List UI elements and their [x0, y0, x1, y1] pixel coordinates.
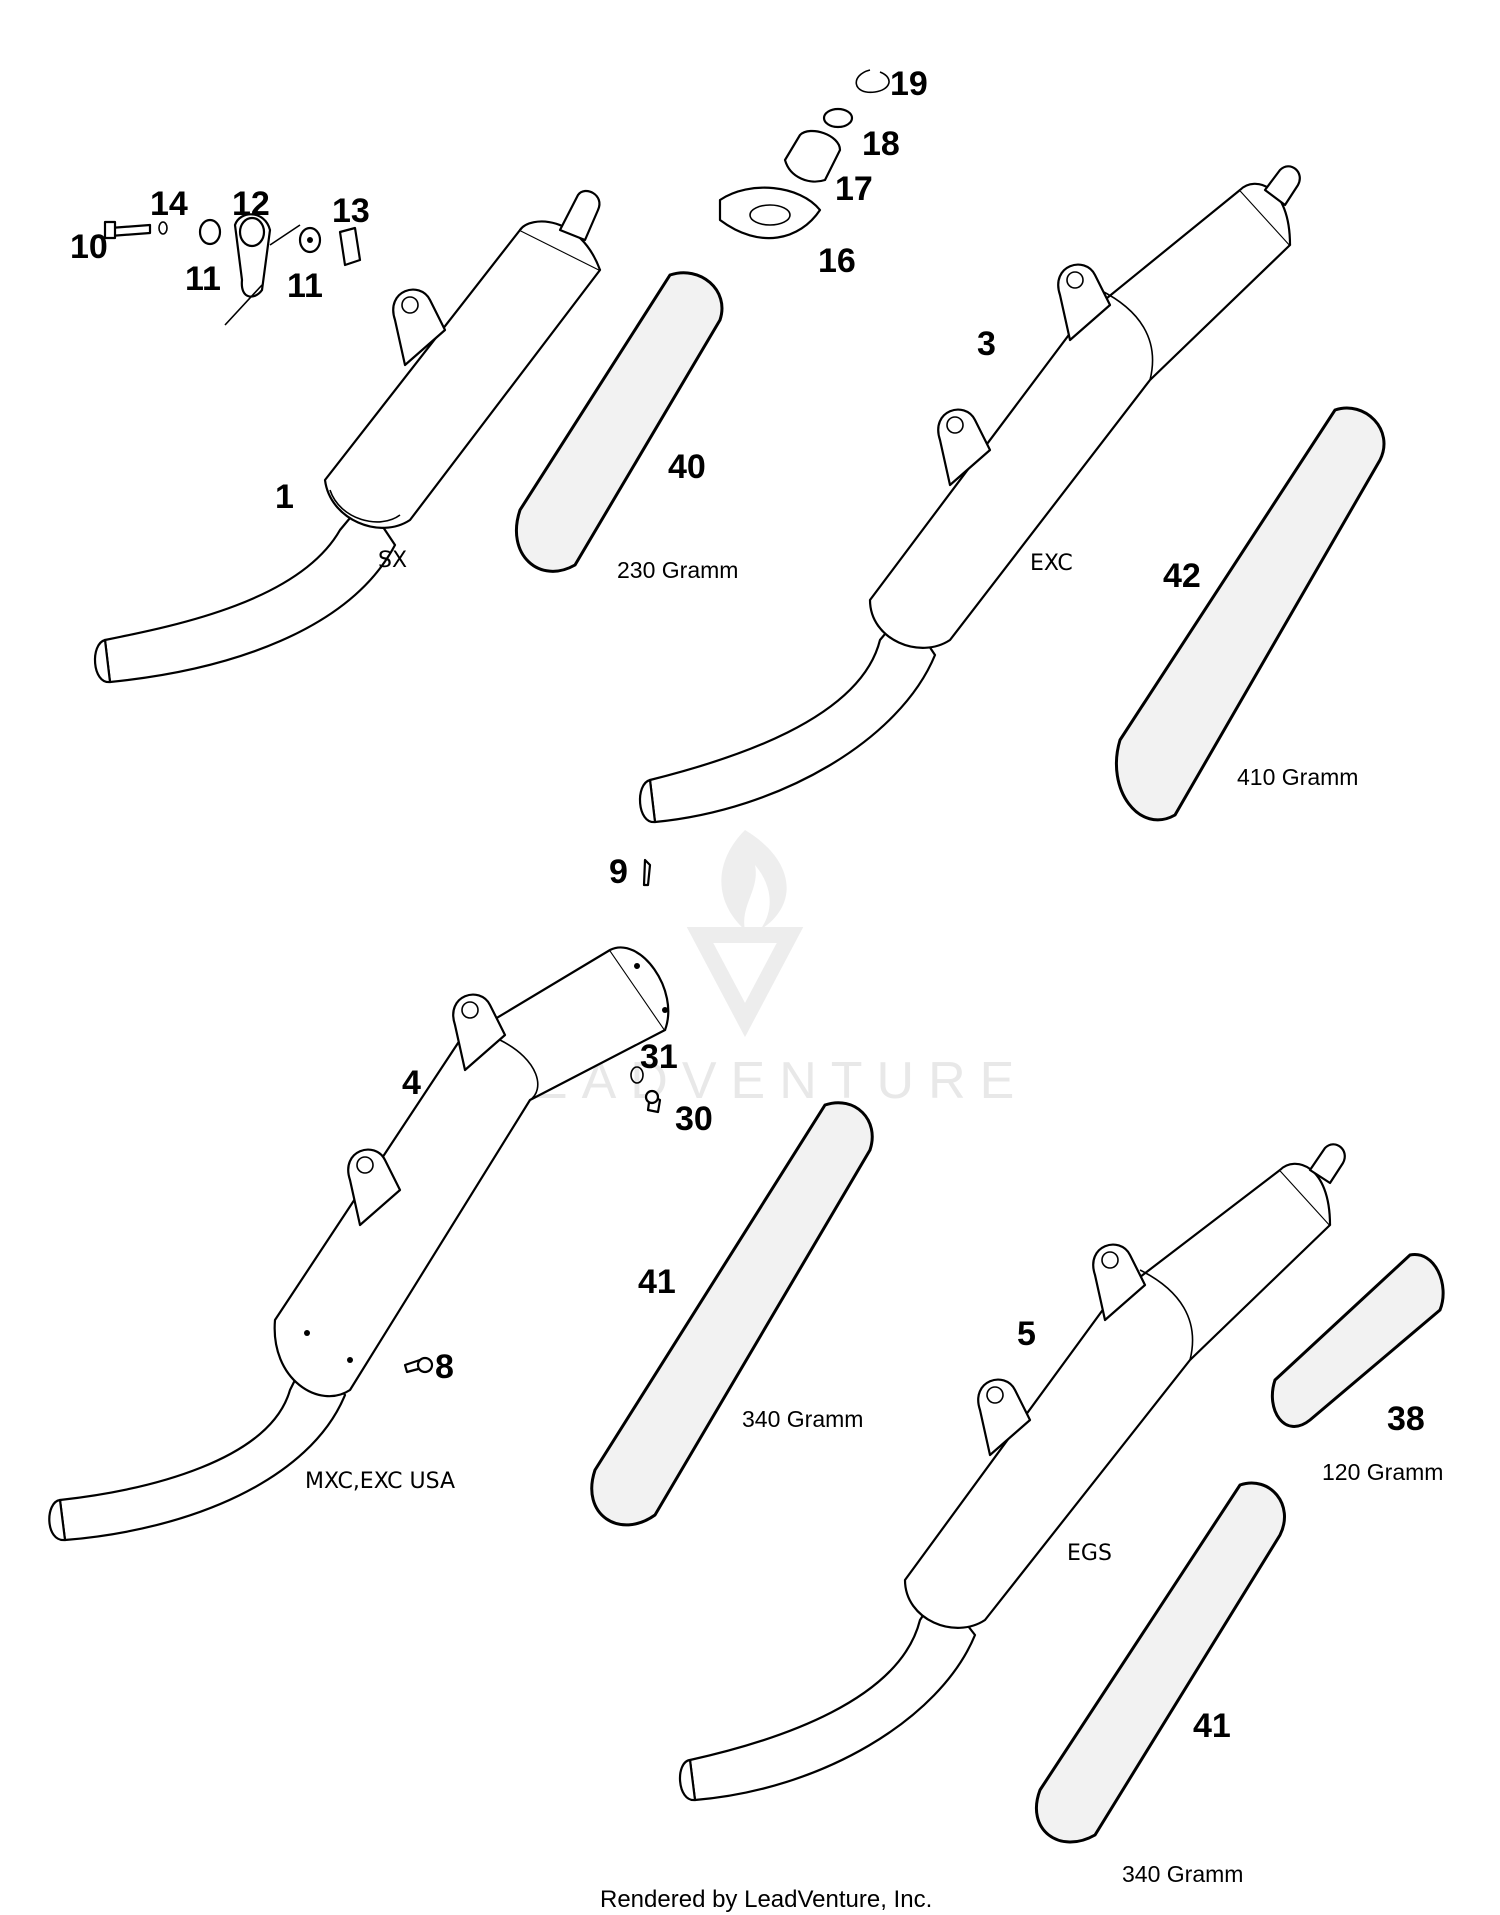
mount-hardware — [103, 213, 362, 326]
label-42: 42 — [1163, 557, 1201, 595]
label-8: 8 — [435, 1348, 454, 1386]
label-10: 10 — [70, 228, 108, 266]
silencer-exc — [638, 165, 1301, 824]
variant-labels: SX EXC MXC,EXC USA EGS — [305, 548, 1112, 1566]
label-13: 13 — [332, 192, 370, 230]
weight-41b: 340 Gramm — [1122, 1861, 1243, 1887]
label-38: 38 — [1387, 1400, 1425, 1438]
label-3: 3 — [977, 325, 996, 363]
label-19: 19 — [890, 65, 928, 103]
label-4: 4 — [402, 1064, 421, 1102]
silencer-sx — [93, 189, 602, 684]
variant-mxc-exc-usa: MXC,EXC USA — [305, 1469, 455, 1494]
label-18: 18 — [862, 125, 900, 163]
label-41a: 41 — [638, 1263, 676, 1301]
label-17: 17 — [835, 170, 873, 208]
part-number-labels: 1 3 4 5 8 9 10 11 11 12 13 14 16 17 18 1… — [70, 65, 1425, 1745]
end-cap-hardware — [718, 69, 890, 240]
label-11b: 11 — [287, 267, 323, 305]
weight-41a: 340 Gramm — [742, 1406, 863, 1432]
small-fasteners — [403, 858, 662, 1374]
label-11a: 11 — [185, 260, 221, 298]
packing-42 — [1114, 406, 1386, 822]
variant-exc: EXC — [1030, 551, 1073, 576]
label-14: 14 — [150, 185, 188, 223]
weight-42: 410 Gramm — [1237, 764, 1358, 790]
label-41b: 41 — [1193, 1707, 1231, 1745]
silencer-egs — [678, 1143, 1346, 1802]
weight-labels: 230 Gramm 410 Gramm 340 Gramm 120 Gramm … — [617, 557, 1443, 1887]
packing-41-upper — [590, 1101, 874, 1527]
label-31: 31 — [640, 1038, 678, 1076]
packing-41-lower — [1034, 1481, 1286, 1844]
weight-40: 230 Gramm — [617, 557, 738, 583]
packing-38 — [1270, 1253, 1445, 1428]
footer-credit: Rendered by LeadVenture, Inc. — [600, 1886, 932, 1913]
label-16: 16 — [818, 242, 856, 280]
weight-38: 120 Gramm — [1322, 1459, 1443, 1485]
label-9: 9 — [609, 853, 628, 891]
packing-40 — [514, 271, 724, 573]
label-30: 30 — [675, 1100, 713, 1138]
leadventure-watermark: LEADVENTURE — [490, 830, 1014, 1110]
variant-sx: SX — [378, 548, 407, 573]
label-40: 40 — [668, 448, 706, 486]
variant-egs: EGS — [1067, 1541, 1112, 1566]
label-5: 5 — [1017, 1315, 1036, 1353]
label-12: 12 — [232, 185, 270, 223]
label-1: 1 — [275, 478, 294, 516]
silencer-mxc-exc-usa — [48, 946, 670, 1542]
